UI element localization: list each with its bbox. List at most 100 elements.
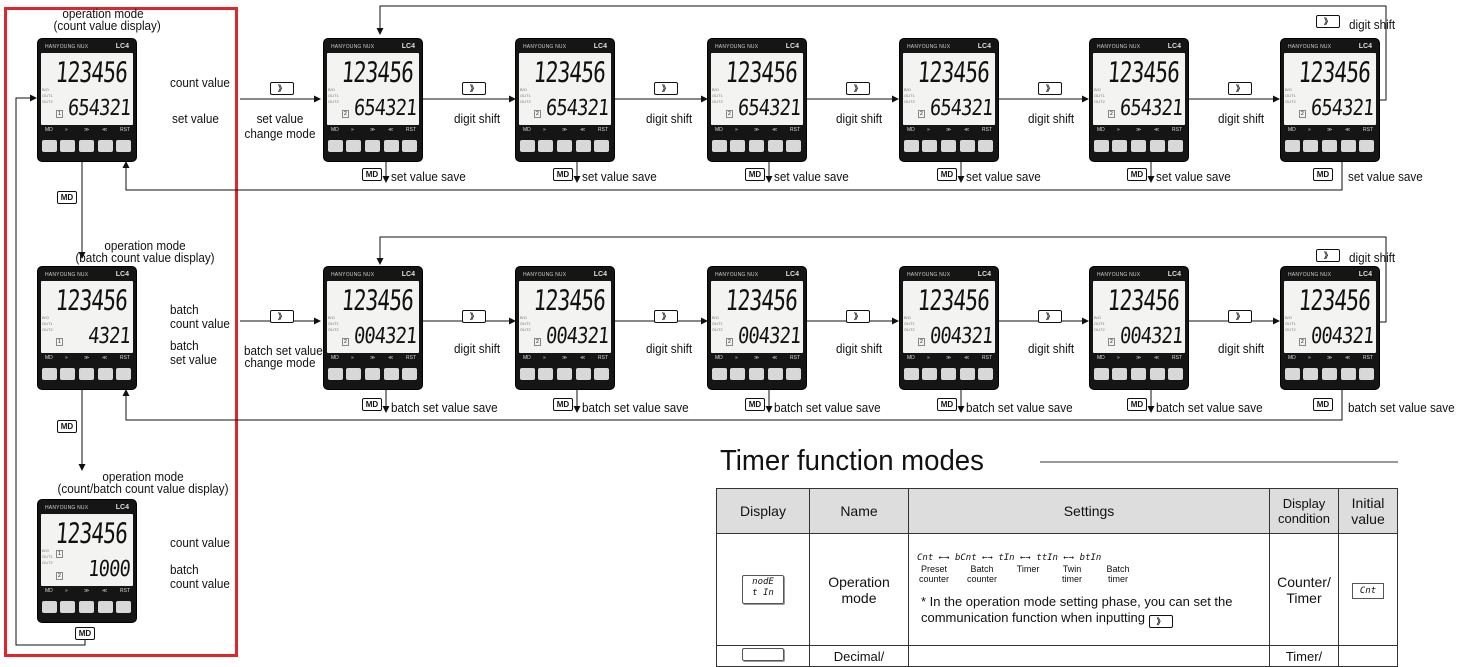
device-brand: HANYOUNG NUX — [45, 272, 89, 278]
shift-key-icon: 》 — [1148, 615, 1173, 628]
mode-mark: 2 — [726, 338, 733, 346]
device-buttons — [520, 368, 610, 381]
device-buttons — [1285, 140, 1375, 153]
row2-display — [716, 645, 810, 667]
display-top-value: 123456 — [1297, 57, 1372, 90]
display-bottom-value: 654321 — [352, 96, 417, 121]
device-brand: HANYOUNG NUX — [907, 44, 951, 50]
count-value-label: count value — [170, 75, 230, 90]
batch-set-value-save-label: batch set value save — [582, 400, 689, 415]
device-model: LC4 — [115, 43, 129, 50]
set-value-save-label: set value save — [582, 169, 657, 184]
mode-mark: 2 — [534, 110, 541, 118]
digit-shift-label: digit shift — [646, 341, 693, 356]
batch-set-value-save-label: batch set value save — [1156, 400, 1263, 415]
device-model: LC4 — [785, 271, 799, 278]
header-initial-value: Initial value — [1338, 488, 1398, 534]
batch-set-value-save-label: batch set value save — [1348, 400, 1455, 415]
header-display: Display — [716, 488, 810, 534]
device-model: LC4 — [115, 271, 129, 278]
shift-key-icon: 》 — [846, 82, 870, 95]
mode-mark: 2 — [918, 338, 925, 346]
shift-key-icon: 》 — [1228, 310, 1252, 323]
mode-mark: 1 — [56, 338, 63, 346]
display-bottom-value: 654321 — [1309, 96, 1374, 121]
display-bottom-value: 654321 — [736, 96, 801, 121]
batch-set-value-save-label: batch set value save — [966, 400, 1073, 415]
display-top-value: 123456 — [340, 285, 415, 318]
display-bottom-value: 654321 — [928, 96, 993, 121]
digit-shift-label: digit shift — [1218, 111, 1265, 126]
op-mode3-label: operation mode(count/batch count value d… — [57, 469, 229, 496]
shift-key-icon: 》 — [462, 82, 486, 95]
display-top-value: 123456 — [54, 285, 129, 318]
row1-initial: Cnt — [1338, 533, 1398, 646]
set-value-label: set value — [172, 111, 219, 126]
display-top-value: 123456 — [532, 57, 607, 90]
md-key-icon: MD — [1313, 398, 1333, 411]
digit-shift-label: digit shift — [1028, 341, 1075, 356]
device-brand: HANYOUNG NUX — [523, 44, 567, 50]
digit-shift-label: digit shift — [836, 111, 883, 126]
device-buttons — [42, 140, 132, 153]
batch-set-value-save-label: batch set value save — [391, 400, 498, 415]
settings-names: Preset counter Batch counter Timer Twin … — [918, 564, 1130, 584]
mode-mark-2: 2 — [56, 572, 63, 580]
shift-key-icon: 》 — [462, 310, 486, 323]
device-model: LC4 — [115, 504, 129, 511]
device-brand: HANYOUNG NUX — [1097, 272, 1141, 278]
display-top-value: 123456 — [916, 57, 991, 90]
md-key-icon: MD — [57, 420, 77, 433]
digit-shift-label: digit shift — [1218, 341, 1265, 356]
device-model: LC4 — [401, 43, 415, 50]
device-model: LC4 — [1167, 43, 1181, 50]
md-key-icon: MD — [362, 398, 382, 411]
display-top-value: 123456 — [54, 518, 129, 551]
digit-shift-label: digit shift — [454, 111, 501, 126]
set-value-save-label: set value save — [1156, 169, 1231, 184]
device-model: LC4 — [593, 43, 607, 50]
md-key-icon: MD — [362, 168, 382, 181]
device-buttons — [904, 140, 994, 153]
shift-key-icon: 》 — [1228, 82, 1252, 95]
header-settings: Settings — [908, 488, 1270, 534]
display-bottom-value: 004321 — [352, 324, 417, 349]
mode-mark: 2 — [1108, 110, 1115, 118]
mode-mark: 2 — [726, 110, 733, 118]
device-model: LC4 — [977, 271, 991, 278]
digit-shift-label: digit shift — [1349, 17, 1396, 32]
display-bottom-value: 004321 — [1118, 324, 1183, 349]
set-value-save-label: set value save — [1348, 169, 1423, 184]
mode-mark: 2 — [1108, 338, 1115, 346]
device-brand: HANYOUNG NUX — [331, 272, 375, 278]
md-key-icon: MD — [1127, 168, 1147, 181]
row2-name: Decimal/ — [809, 645, 909, 667]
timer-function-table: Display Name Settings Display condition … — [716, 488, 1398, 667]
display-bottom-value: 1000 — [87, 557, 131, 582]
md-key-icon: MD — [75, 627, 95, 640]
settings-codes: Cnt ←→ bCnt ←→ tIn ←→ ttIn ←→ btIn — [917, 553, 1102, 563]
mode-mark: 2 — [534, 338, 541, 346]
mode-mark: 1 — [56, 550, 63, 558]
display-top-value: 123456 — [1106, 57, 1181, 90]
